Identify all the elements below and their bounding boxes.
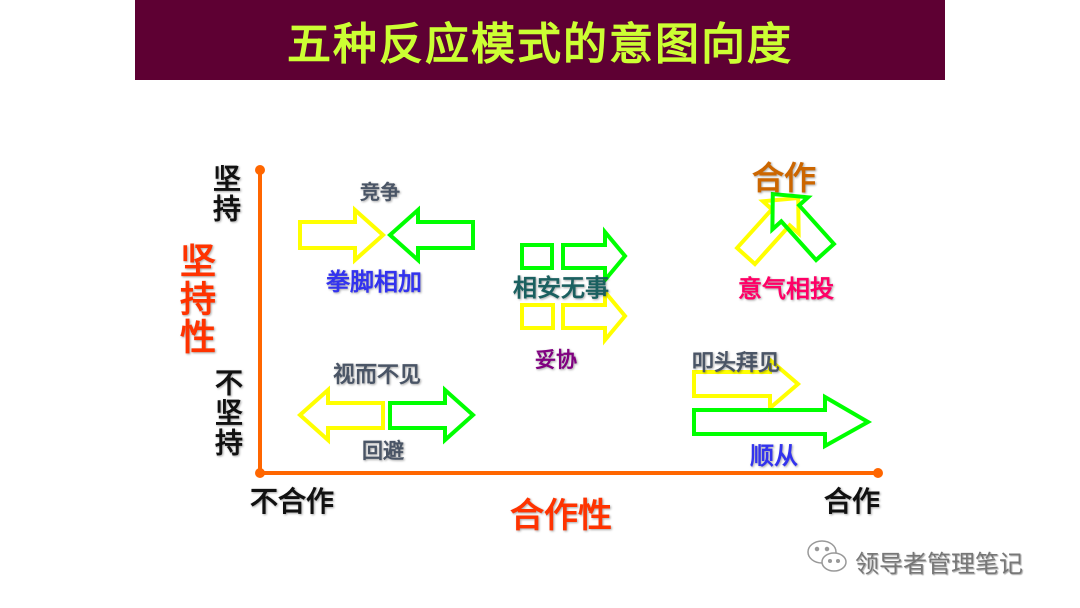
x-axis-right-label: 合作	[824, 485, 881, 518]
avoidance-sub-label: 回避	[362, 439, 404, 463]
page-title: 五种反应模式的意图向度	[287, 19, 793, 70]
accommodation-label: 叩头拜见	[692, 351, 781, 376]
competition-other-arrow	[386, 205, 475, 265]
competition-label: 竞争	[360, 180, 400, 204]
collaboration-self-arrow	[734, 195, 801, 267]
accommodation-sub-label: 顺从	[750, 442, 798, 470]
x-axis-title: 合作性	[510, 496, 612, 536]
x-axis-left-label: 不合作	[250, 485, 335, 518]
competition-self-arrow	[298, 205, 387, 265]
compromise-label: 相安无事	[513, 274, 609, 302]
title-bar: 五种反应模式的意图向度	[135, 0, 945, 80]
compromise-self-square	[520, 303, 555, 330]
y-axis-title: 坚持性	[174, 242, 215, 356]
collaboration-sub-label: 意气相投	[738, 275, 834, 303]
competition-sub-label: 拳脚相加	[326, 268, 422, 296]
avoidance-other-arrow	[388, 385, 477, 445]
compromise-other-arrow	[561, 226, 628, 286]
y-axis-end-dot	[255, 165, 265, 175]
accommodation-self-arrow	[692, 355, 802, 413]
collaboration-label: 合作	[752, 159, 817, 197]
y-axis-top-label: 坚持	[209, 164, 242, 224]
avoidance-self-arrow	[296, 385, 385, 445]
compromise-self-arrow	[561, 286, 628, 346]
collaboration-other-arrow	[770, 191, 837, 263]
x-axis-end-dot	[873, 468, 883, 478]
compromise-sub-label: 妥协	[535, 348, 577, 372]
compromise-other-square	[520, 243, 554, 270]
origin-dot	[255, 468, 265, 478]
accommodation-other-arrow	[692, 393, 873, 450]
wechat-icon	[807, 540, 847, 572]
watermark-text: 领导者管理笔记	[855, 550, 1023, 578]
y-axis-bottom-label: 不坚持	[211, 368, 244, 458]
avoidance-label: 视而不见	[333, 363, 422, 388]
